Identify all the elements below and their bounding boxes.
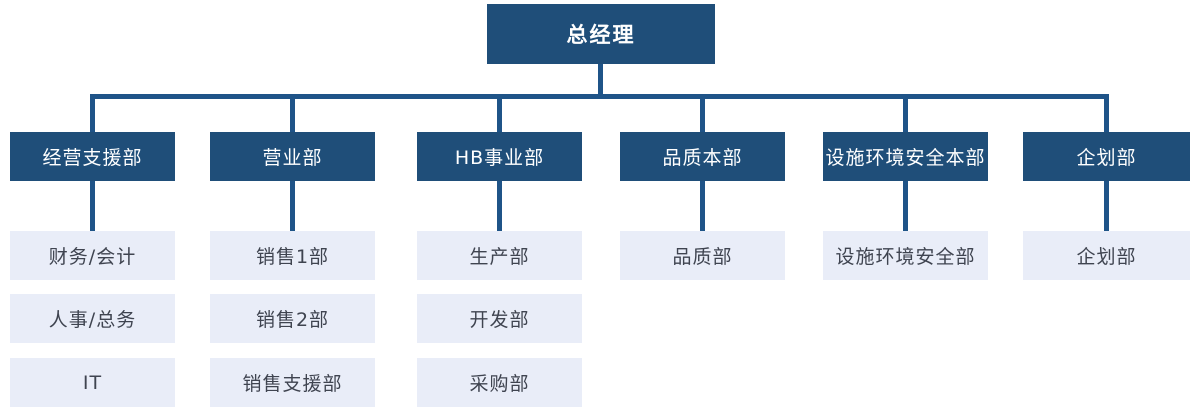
connector-stub-6 xyxy=(1104,181,1109,231)
org-node-dept-6: 企划部 xyxy=(1023,132,1190,181)
org-node-dept-1: 经营支援部 xyxy=(10,132,175,181)
connector-horizontal xyxy=(90,94,1109,99)
connector-drop-5 xyxy=(903,94,908,132)
connector-stub-4 xyxy=(700,181,705,231)
connector-stub-3 xyxy=(497,181,502,231)
connector-drop-3 xyxy=(497,94,502,132)
org-node-dept-2: 营业部 xyxy=(210,132,375,181)
org-node-dept-3: HB事业部 xyxy=(417,132,582,181)
org-node-sub: 销售支援部 xyxy=(210,358,375,407)
org-node-dept-4: 品质本部 xyxy=(620,132,785,181)
org-node-sub: 设施环境安全部 xyxy=(823,231,988,280)
connector-drop-6 xyxy=(1104,94,1109,132)
org-node-sub: 生产部 xyxy=(417,231,582,280)
connector-drop-2 xyxy=(290,94,295,132)
org-node-sub: 销售2部 xyxy=(210,294,375,343)
connector-stub-1 xyxy=(90,181,95,231)
connector-drop-4 xyxy=(700,94,705,132)
org-node-sub: 采购部 xyxy=(417,358,582,407)
org-node-sub: 财务/会计 xyxy=(10,231,175,280)
connector-stub-2 xyxy=(290,181,295,231)
org-node-root: 总经理 xyxy=(487,4,715,64)
org-node-dept-5: 设施环境安全本部 xyxy=(823,132,988,181)
org-node-sub: 开发部 xyxy=(417,294,582,343)
connector-drop-1 xyxy=(90,94,95,132)
org-node-sub: 销售1部 xyxy=(210,231,375,280)
connector-root-stub xyxy=(598,64,603,96)
connector-stub-5 xyxy=(903,181,908,231)
org-node-sub: 企划部 xyxy=(1023,231,1190,280)
org-node-sub: IT xyxy=(10,358,175,407)
org-node-sub: 人事/总务 xyxy=(10,294,175,343)
org-node-sub: 品质部 xyxy=(620,231,785,280)
